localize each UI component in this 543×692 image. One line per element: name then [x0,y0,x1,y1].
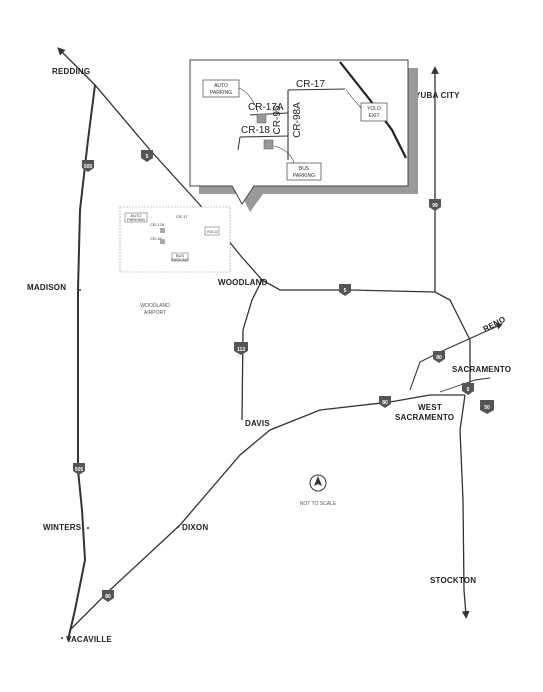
shield-sr99: 99 [429,199,441,211]
svg-text:BUS: BUS [299,166,310,172]
city-winters: WINTERS [43,523,82,532]
inset-road-cr18 [239,135,289,138]
shield-us50: 50 [480,400,494,414]
shield-i80-sacramento: 80 [433,351,445,363]
road-i505 [67,84,96,641]
not-to-scale-label: NOT TO SCALE [300,501,337,507]
svg-text:AUTO: AUTO [130,213,141,218]
inset-label-cr17a: CR-17A [248,102,284,113]
inset-road-cr18-west [237,136,241,151]
road-sacramento-local [439,377,491,393]
bus-parking-box [286,162,322,181]
city-stockton: STOCKTON [430,576,476,585]
city-woodland: WOODLAND [218,278,268,287]
svg-text:50: 50 [484,405,490,411]
svg-text:PARKING: PARKING [127,217,145,222]
inset-label-cr18: CR-18 [241,125,270,136]
road-i80 [69,394,465,631]
shield-i505-south: 505 [73,463,85,475]
shield-i80-vacaville: 80 [102,590,114,602]
svg-text:80: 80 [436,355,442,361]
city-sacramento: SACRAMENTO [452,365,511,374]
svg-text:99: 99 [432,203,438,209]
svg-text:505: 505 [84,164,93,170]
city-dixon: DIXON [182,523,208,532]
svg-text:AUTO: AUTO [214,83,228,89]
marker-dixon [177,526,179,528]
inset-road-cr17a [249,112,289,116]
svg-text:PARKING: PARKING [210,90,232,96]
svg-text:BUS: BUS [176,253,185,258]
inset-label-cr17: CR-17 [296,79,325,90]
inset-label-cr98a: CR-98A [292,102,303,138]
auto-parking-box [202,79,240,98]
auto-parking-marker [256,113,267,124]
svg-text:505: 505 [75,467,84,473]
inset-label-cr95: CR-95 [272,105,283,134]
airport-label-1: WOODLAND [140,303,170,309]
north-compass-icon: N [309,474,327,492]
shield-sr113: 113 [234,342,248,355]
road-i5-south [459,394,470,619]
svg-text:CR-18: CR-18 [150,236,162,241]
marker-madison [79,289,81,291]
yolo-exit-box [360,102,388,122]
svg-text:EXIT: EXIT [368,113,379,119]
svg-text:N: N [317,487,320,492]
svg-text:YOLO: YOLO [206,229,217,234]
svg-text:80: 80 [382,400,388,406]
inset-road-cr17 [287,88,346,91]
svg-text:PARKING: PARKING [171,257,189,262]
city-madison: MADISON [27,283,66,292]
svg-text:80: 80 [105,594,111,600]
svg-text:CR-17A: CR-17A [150,222,165,227]
svg-text:PARKING: PARKING [293,173,315,179]
svg-text:5: 5 [146,154,149,160]
svg-text:CR-17: CR-17 [176,214,188,219]
shield-i5-woodland: 5 [339,284,351,296]
shield-i505-north: 505 [82,160,94,172]
city-redding: REDDING [52,67,90,76]
city-west-sacramento-2: SACRAMENTO [395,413,454,422]
airport-label-2: AIRPORT [144,310,166,316]
marker-vacaville [61,637,63,639]
city-vacaville: VACAVILLE [66,635,112,644]
shield-i5-sacramento: 5 [462,383,474,395]
city-west-sacramento-1: WEST [418,403,442,412]
road-i80-reno [409,323,504,391]
road-sr113 [241,279,263,421]
city-reno: RENO [482,315,507,334]
callout-inset: CR-17 CR-17A CR-18 CR-95 CR-98A AUTO PAR… [189,59,418,212]
shield-i80-davis: 80 [379,396,391,408]
road-i5-north [57,47,263,281]
shield-i5-north: 5 [141,150,153,162]
svg-text:113: 113 [237,347,245,353]
marker-winters [87,527,89,529]
city-yuba-city: YUBA CITY [415,91,460,100]
svg-text:YOLO: YOLO [367,106,381,112]
road-i5-woodland-sacramento [261,279,471,390]
svg-text:5: 5 [344,288,347,294]
svg-text:5: 5 [467,387,470,393]
city-davis: DAVIS [245,419,270,428]
bus-parking-marker [263,139,274,150]
inset-locator: AUTO PARKING CR-17A CR-17 CR-18 BUS PARK… [119,206,231,273]
